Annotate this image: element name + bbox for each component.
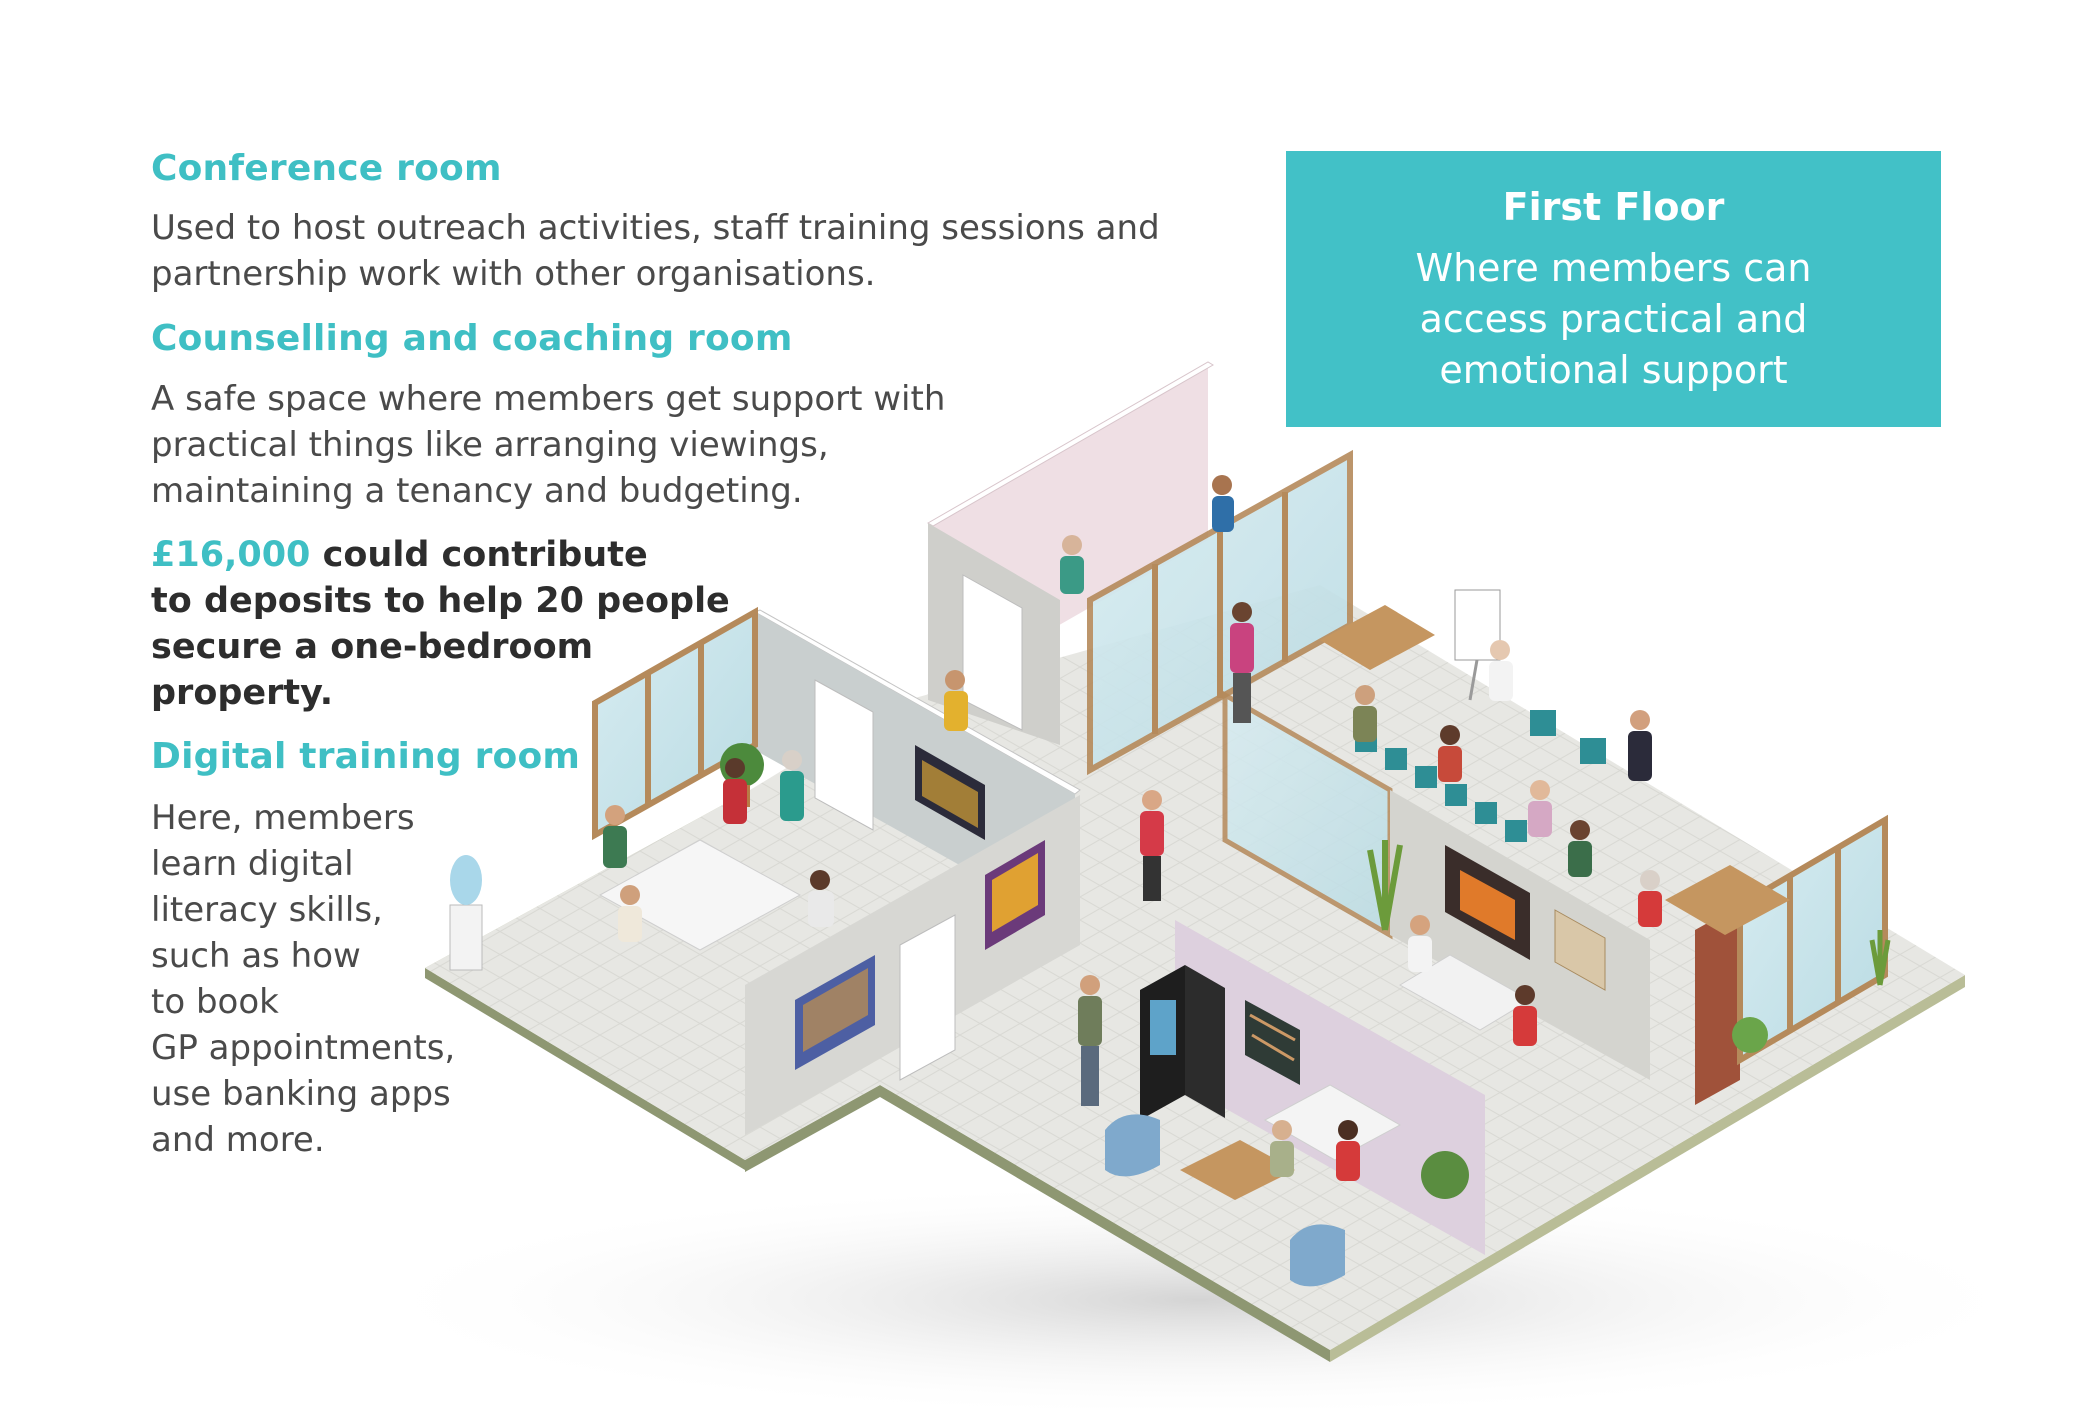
- callout-line: emotional support: [1439, 348, 1788, 392]
- armchair: [1290, 1224, 1345, 1287]
- counselling-room-description: A safe space where members get support w…: [151, 376, 945, 514]
- funding-line: £16,000 could contribute: [151, 532, 730, 578]
- training-desk: [598, 839, 802, 951]
- description-line: literacy skills,: [151, 890, 383, 930]
- person: [1568, 820, 1592, 877]
- armchair: [1105, 1114, 1160, 1177]
- water-cooler-bottle: [450, 855, 482, 905]
- callout-line: Where members can: [1415, 246, 1812, 290]
- artwork-city: [803, 968, 868, 1052]
- plant: [1367, 840, 1403, 931]
- coffee-table: [1180, 1140, 1295, 1200]
- person: [1270, 1120, 1294, 1177]
- floor-slab-edge: [425, 968, 745, 1170]
- person: [1408, 915, 1432, 972]
- conference-snack-table: [1320, 605, 1435, 670]
- person: [1078, 975, 1102, 1106]
- funding-line: to deposits to help 20 people: [151, 581, 730, 621]
- person: [1489, 640, 1513, 701]
- digital-room-front-door: [899, 914, 956, 1081]
- person: [1140, 790, 1164, 901]
- chair: [1505, 820, 1527, 842]
- description-line: maintaining a tenancy and budgeting.: [151, 471, 803, 511]
- person: [780, 750, 804, 821]
- chair: [1445, 784, 1467, 806]
- chair: [1475, 802, 1497, 824]
- person: [808, 870, 834, 927]
- counselling-room-door: [962, 574, 1023, 731]
- person: [1336, 1120, 1360, 1181]
- description-line: Here, members: [151, 798, 415, 838]
- description-line: use banking apps: [151, 1074, 451, 1114]
- brick-column: [1695, 905, 1740, 1105]
- chair: [1530, 710, 1556, 736]
- digital-room-heading: Digital training room: [151, 736, 581, 777]
- sofa: [1263, 1084, 1402, 1161]
- funding-amount: £16,000: [151, 535, 311, 575]
- person: [1212, 475, 1234, 532]
- vending-machine-side: [1185, 965, 1225, 1118]
- tea-station: [1665, 865, 1790, 935]
- pinboard: [1554, 909, 1606, 991]
- person: [1528, 780, 1552, 837]
- description-line: A safe space where members get support w…: [151, 379, 946, 419]
- description-line: partnership work with other organisation…: [151, 254, 876, 294]
- person: [1513, 985, 1537, 1046]
- plant: [1732, 1017, 1768, 1053]
- person: [1353, 685, 1377, 742]
- chair: [1385, 748, 1407, 770]
- description-line: learn digital: [151, 844, 354, 884]
- artwork-dark: [922, 760, 978, 828]
- funding-statement: £16,000 could contribute to deposits to …: [151, 532, 730, 716]
- conference-room-description: Used to host outreach activities, staff …: [151, 205, 1160, 297]
- flipchart-stand: [1468, 659, 1479, 701]
- description-line: and more.: [151, 1120, 325, 1160]
- digital-room-back-wall: [753, 609, 1081, 795]
- digital-room-description: Here, members learn digital literacy ski…: [151, 795, 455, 1163]
- person: [1060, 535, 1084, 594]
- plant: [1869, 930, 1891, 986]
- description-line: GP appointments,: [151, 1028, 456, 1068]
- artwork-colourful: [992, 853, 1038, 932]
- person: [944, 670, 968, 731]
- person: [723, 758, 747, 824]
- floor-shadow: [350, 1180, 2050, 1408]
- person: [603, 805, 627, 868]
- artwork-abstract: [1249, 1013, 1296, 1062]
- counselling-room-heading: Counselling and coaching room: [151, 318, 793, 359]
- description-line: to book: [151, 982, 279, 1022]
- callout-line: access practical and: [1419, 297, 1808, 341]
- callout-title: First Floor: [1502, 185, 1725, 229]
- person: [1628, 710, 1652, 781]
- chair: [1580, 738, 1606, 764]
- plant: [1421, 1151, 1469, 1199]
- chair: [1415, 766, 1437, 788]
- funding-line: property.: [151, 673, 334, 713]
- description-line: such as how: [151, 936, 361, 976]
- person: [1438, 725, 1462, 782]
- people: [603, 475, 1662, 1181]
- description-line: Used to host outreach activities, staff …: [151, 208, 1160, 248]
- person: [618, 885, 642, 942]
- first-floor-callout: First Floor Where members can access pra…: [1286, 151, 1941, 427]
- person: [1638, 870, 1662, 927]
- vending-machine-display: [1150, 1000, 1176, 1055]
- description-line: practical things like arranging viewings…: [151, 425, 829, 465]
- conference-room-heading: Conference room: [151, 148, 502, 189]
- digital-room-window: [592, 606, 758, 841]
- artwork-fire: [1460, 870, 1515, 940]
- person: [1230, 602, 1254, 723]
- funding-line: secure a one-bedroom: [151, 627, 594, 667]
- floor-slab-edge: [1330, 975, 1965, 1362]
- funding-line-text: could contribute: [310, 535, 648, 575]
- callout-description: Where members can access practical and e…: [1286, 243, 1941, 396]
- digital-room-door: [814, 679, 874, 831]
